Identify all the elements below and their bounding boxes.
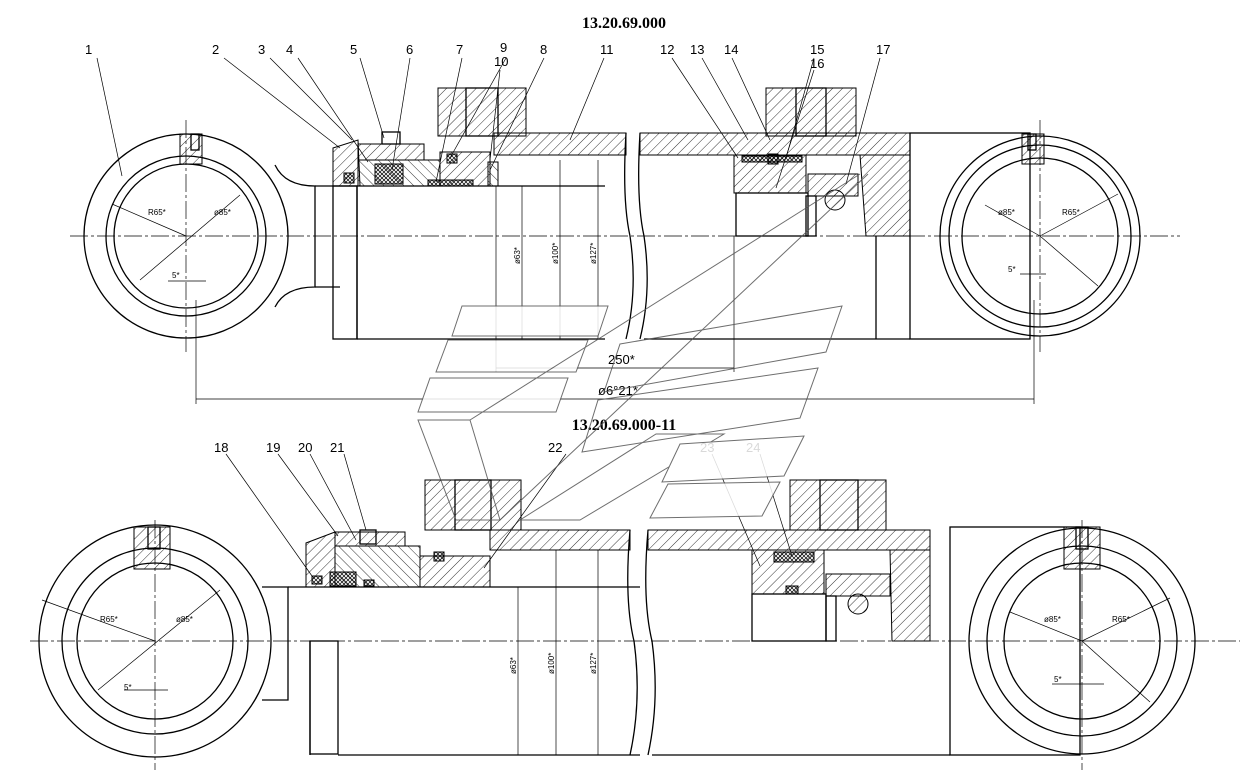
callout-13: 13 (690, 42, 704, 57)
top-left-eye (83, 120, 316, 352)
top-right-eye (909, 120, 1141, 352)
callout-5: 5 (350, 42, 357, 57)
callout-17: 17 (876, 42, 890, 57)
callout-14: 14 (724, 42, 738, 57)
bottom-dim-off-left: 5* (124, 683, 132, 692)
callout-19: 19 (266, 440, 280, 455)
bottom-port-block-left (424, 479, 522, 531)
callout-1: 1 (85, 42, 92, 57)
top-dim-rod: ø63* (513, 247, 522, 264)
top-cylinder-view: R65* ø85* 5* ø85* R65* 5* ø63* ø100* ø12… (70, 40, 1180, 404)
top-dim-off-right: 5* (1008, 265, 1016, 274)
top-port-block-left (437, 87, 527, 137)
bottom-port-block-right (789, 479, 887, 531)
callout-15: 15 (810, 42, 824, 57)
top-dim-length: ø6°21* (598, 383, 638, 398)
bottom-tube-left (489, 529, 631, 551)
top-dim-d-left: ø85* (214, 208, 231, 217)
callout-16: 16 (810, 56, 824, 71)
callout-10: 10 (494, 54, 508, 69)
bottom-dim-outer: ø127* (589, 653, 598, 674)
drawing-title-bottom: 13.20.69.000-11 (572, 417, 676, 434)
bottom-dim-r-left: R65* (100, 615, 118, 624)
callout-9: 9 (500, 40, 507, 55)
callout-2: 2 (212, 42, 219, 57)
callout-12: 12 (660, 42, 674, 57)
callout-20: 20 (298, 440, 312, 455)
top-dim-d-right: ø85* (998, 208, 1015, 217)
top-end-cap (859, 154, 911, 237)
bottom-cylinder-view: R65* ø85* 5* ø85* R65* 5* ø63* ø100* ø12… (30, 440, 1240, 770)
bottom-dim-d-left: ø85* (176, 615, 193, 624)
drawing-title-top: 13.20.69.000 (582, 15, 666, 32)
callout-21: 21 (330, 440, 344, 455)
callout-3: 3 (258, 42, 265, 57)
top-gland-assembly (332, 131, 605, 340)
bottom-end-cap (889, 549, 931, 642)
bottom-right-eye (949, 520, 1196, 770)
top-dim-r-right: R65* (1062, 208, 1080, 217)
bottom-gland-assembly (305, 529, 491, 588)
callout-4: 4 (286, 42, 293, 57)
bottom-dim-bore: ø100* (547, 653, 556, 674)
bottom-dim-r-right: R65* (1112, 615, 1130, 624)
top-dim-bore: ø100* (551, 243, 560, 264)
top-dim-r-left: R65* (148, 208, 166, 217)
top-tube-left (493, 132, 627, 156)
callout-7: 7 (456, 42, 463, 57)
callout-6: 6 (406, 42, 413, 57)
callout-18: 18 (214, 440, 228, 455)
top-dim-off-left: 5* (172, 271, 180, 280)
callout-11: 11 (600, 42, 614, 57)
bottom-left-eye (38, 520, 289, 770)
bottom-dim-off-right: 5* (1054, 675, 1062, 684)
bottom-piston (751, 549, 891, 642)
bottom-dim-d-right: ø85* (1044, 615, 1061, 624)
top-piston (733, 153, 859, 237)
top-dim-outer: ø127* (589, 243, 598, 264)
callout-8: 8 (540, 42, 547, 57)
bottom-dim-rod: ø63* (509, 657, 518, 674)
watermark-logo (417, 173, 869, 521)
top-dim-stroke: 250* (608, 352, 635, 367)
callout-22: 22 (548, 440, 562, 455)
top-port-block-right (765, 87, 857, 137)
